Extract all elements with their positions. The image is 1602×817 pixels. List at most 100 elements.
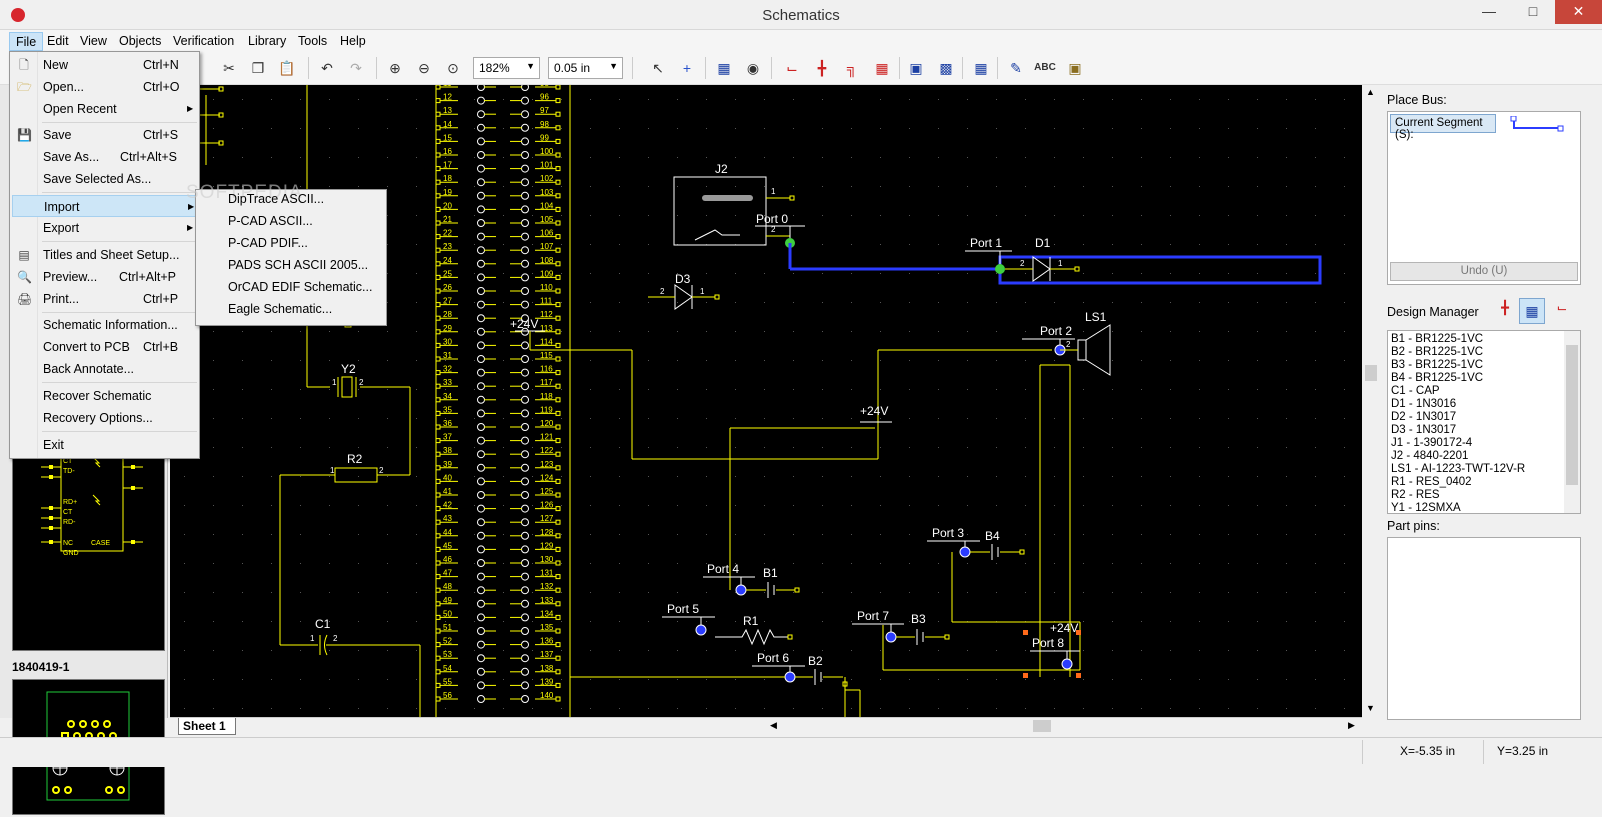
- file-menu-recovery-options[interactable]: Recovery Options...: [12, 407, 197, 429]
- menu-tools[interactable]: Tools: [298, 34, 328, 48]
- design-manager-item[interactable]: J2 - 4840-2201: [1391, 450, 1469, 462]
- draw-button[interactable]: ✎: [1004, 56, 1028, 80]
- connector-pin-label: 21: [443, 215, 452, 224]
- copy-button[interactable]: ❐: [246, 56, 270, 80]
- design-manager-item[interactable]: Y1 - 12SMXA: [1391, 502, 1461, 514]
- print-icon: 🖨: [17, 292, 33, 306]
- find-button[interactable]: ◉: [741, 56, 765, 80]
- design-manager-item[interactable]: D1 - 1N3016: [1391, 398, 1457, 410]
- menu-objects[interactable]: Objects: [119, 34, 162, 48]
- menu-help[interactable]: Help: [340, 34, 366, 48]
- draw-icon: ✎: [1010, 60, 1022, 76]
- maximize-button[interactable]: □: [1511, 0, 1555, 24]
- vertical-scroll-thumb[interactable]: [1365, 365, 1377, 381]
- design-manager-item[interactable]: J1 - 1-390172-4: [1391, 437, 1473, 449]
- design-manager-item[interactable]: D2 - 1N3017: [1391, 411, 1457, 423]
- import-submenu: SOFTPEDIA DipTrace ASCII... P-CAD ASCII.…: [186, 182, 387, 326]
- zoom-select[interactable]: 182%▼: [473, 57, 540, 79]
- file-menu-exit[interactable]: Exit: [12, 434, 197, 456]
- bus-tool-button[interactable]: ╋: [810, 56, 834, 80]
- part-pins-box[interactable]: [1387, 537, 1581, 720]
- design-manager-item[interactable]: B1 - BR1225-1VC: [1391, 333, 1484, 345]
- design-manager-item[interactable]: B2 - BR1225-1VC: [1391, 346, 1484, 358]
- grid-select[interactable]: 0.05 in▼: [548, 57, 623, 79]
- import-pcad-pdif[interactable]: P-CAD PDIF...: [228, 236, 308, 250]
- design-manager-scrollbar[interactable]: [1564, 331, 1580, 513]
- horizontal-scroll-thumb[interactable]: [1033, 720, 1051, 732]
- zoom-fit-button[interactable]: ⊙: [441, 56, 465, 80]
- paste-button[interactable]: 📋: [275, 56, 299, 80]
- design-manager-components-button[interactable]: ▦: [1519, 298, 1545, 324]
- scroll-down-icon[interactable]: ▼: [1366, 703, 1375, 713]
- connector-pin-label: 97: [540, 106, 549, 115]
- file-menu-import[interactable]: Import▶: [12, 195, 197, 217]
- scroll-left-icon[interactable]: ◀: [770, 720, 777, 730]
- design-manager-wires-button[interactable]: ⌙: [1551, 300, 1573, 322]
- menu-verification[interactable]: Verification: [173, 34, 235, 48]
- crosshair-tool-button[interactable]: +: [675, 56, 699, 80]
- schematic-canvas[interactable]: 1112131415161718192021222324252627282930…: [170, 85, 1362, 717]
- file-menu-recover-schematic[interactable]: Recover Schematic: [12, 385, 197, 407]
- net-port-button[interactable]: ▦: [870, 56, 894, 80]
- file-menu-open-recent[interactable]: Open Recent▶: [12, 98, 197, 120]
- file-menu-open[interactable]: 🗁Open...Ctrl+O: [12, 76, 197, 98]
- select-tool-button[interactable]: ↖: [646, 56, 670, 80]
- design-manager-scroll-thumb[interactable]: [1566, 345, 1578, 485]
- zoom-out-button[interactable]: ⊖: [412, 56, 436, 80]
- vertical-scrollbar[interactable]: ▲ ▼: [1362, 85, 1380, 717]
- file-menu-back-annotate[interactable]: Back Annotate...: [12, 358, 197, 380]
- scroll-up-icon[interactable]: ▲: [1366, 87, 1375, 97]
- scroll-right-icon[interactable]: ▶: [1348, 720, 1355, 730]
- import-eagle-schematic[interactable]: Eagle Schematic...: [228, 302, 333, 316]
- menu-bar: File Edit View Objects Verification Libr…: [0, 30, 1602, 52]
- undo-button[interactable]: ↶: [315, 56, 339, 80]
- import-diptrace-ascii[interactable]: DipTrace ASCII...: [228, 192, 325, 206]
- import-pcad-ascii[interactable]: P-CAD ASCII...: [228, 214, 313, 228]
- table-button[interactable]: ▦: [969, 56, 993, 80]
- wire-tool-button[interactable]: ⌙: [780, 56, 804, 80]
- hierarchy-button[interactable]: ▣: [904, 56, 928, 80]
- design-manager-item[interactable]: R2 - RES: [1391, 489, 1440, 501]
- close-button[interactable]: ✕: [1555, 0, 1602, 24]
- file-menu-titles-sheet-setup[interactable]: ▤Titles and Sheet Setup...: [12, 244, 197, 266]
- minimize-button[interactable]: —: [1467, 0, 1511, 24]
- import-orcad-edif[interactable]: OrCAD EDIF Schematic...: [228, 280, 373, 294]
- connector-pin-label: 131: [540, 569, 554, 578]
- sheet-tab[interactable]: Sheet 1: [178, 718, 236, 735]
- import-pads-sch-ascii[interactable]: PADS SCH ASCII 2005...: [228, 258, 369, 272]
- text-tool-button[interactable]: ABC: [1033, 56, 1057, 80]
- file-menu-save-as[interactable]: Save As...Ctrl+Alt+S: [12, 146, 197, 168]
- design-manager-item[interactable]: D3 - 1N3017: [1391, 424, 1457, 436]
- file-menu-preview[interactable]: 🔍Preview...Ctrl+Alt+P: [12, 266, 197, 288]
- bus-connect-button[interactable]: ╗: [840, 56, 864, 80]
- menu-view[interactable]: View: [80, 34, 107, 48]
- file-menu-export[interactable]: Export▶: [12, 217, 197, 239]
- undo-segment-button[interactable]: Undo (U): [1390, 262, 1578, 281]
- current-segment-button[interactable]: Current Segment (S):: [1390, 114, 1496, 141]
- connector-pin-label: 41: [443, 487, 452, 496]
- redo-button[interactable]: ↷: [344, 56, 368, 80]
- menu-library[interactable]: Library: [248, 34, 287, 48]
- block-button[interactable]: ▩: [934, 56, 958, 80]
- file-menu-save-selected-as[interactable]: Save Selected As...: [12, 168, 197, 190]
- menu-file[interactable]: File: [9, 32, 44, 51]
- design-manager-nets-button[interactable]: ╋: [1494, 300, 1516, 322]
- cut-button[interactable]: ✂: [217, 56, 241, 80]
- connector-pin-label: 26: [443, 283, 452, 292]
- design-manager-item[interactable]: B4 - BR1225-1VC: [1391, 372, 1484, 384]
- image-button[interactable]: ▣: [1063, 56, 1087, 80]
- zoom-in-button[interactable]: ⊕: [383, 56, 407, 80]
- component-button[interactable]: ▦: [712, 56, 736, 80]
- design-manager-item[interactable]: R1 - RES_0402: [1391, 476, 1472, 488]
- file-menu-schematic-information[interactable]: Schematic Information...: [12, 314, 197, 336]
- design-manager-item[interactable]: B3 - BR1225-1VC: [1391, 359, 1484, 371]
- horizontal-scrollbar[interactable]: ◀ ▶: [170, 717, 1362, 735]
- design-manager-item[interactable]: C1 - CAP: [1391, 385, 1440, 397]
- menu-edit[interactable]: Edit: [47, 34, 69, 48]
- file-menu-print[interactable]: 🖨Print...Ctrl+P: [12, 288, 197, 310]
- design-manager-item[interactable]: LS1 - AI-1223-TWT-12V-R: [1391, 463, 1526, 475]
